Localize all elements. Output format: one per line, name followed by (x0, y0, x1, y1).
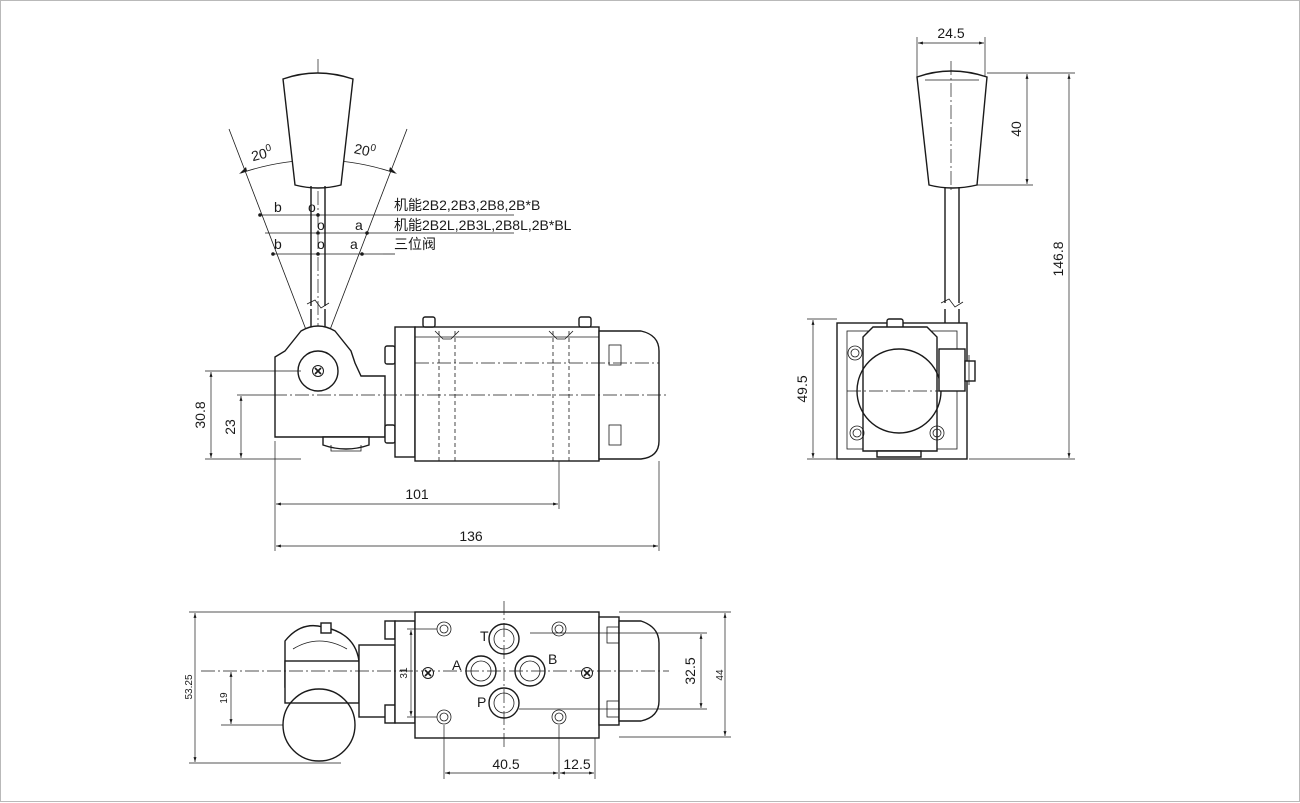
dim-40: 40 (1008, 121, 1024, 137)
note-line-3: 三位阀 (394, 236, 436, 252)
pos-o-label: o (308, 199, 316, 215)
dim-19: 19 (219, 692, 230, 704)
pos-b-label: b (274, 236, 282, 252)
dim-24-5: 24.5 (937, 25, 964, 41)
note-line-2: 机能2B2L,2B3L,2B8L,2B*BL (394, 217, 572, 233)
dim-30-8: 30.8 (192, 401, 208, 428)
top-body (414, 611, 600, 739)
position-markers (258, 213, 514, 256)
dim-40-5: 40.5 (492, 756, 519, 772)
handle-knob (282, 72, 354, 189)
side-view: 24.5 40 146.8 49.5 (794, 25, 1075, 460)
dim-32-5: 32.5 (682, 657, 698, 684)
pos-o-label: o (317, 236, 325, 252)
angle-left-label: 200 (249, 142, 274, 164)
port-b-label: B (548, 651, 557, 667)
side-handle-knob (916, 70, 988, 189)
dim-44: 44 (715, 669, 726, 681)
dim-146-8: 146.8 (1050, 241, 1066, 276)
port-t-label: T (480, 628, 489, 644)
port-p-label: P (477, 694, 486, 710)
dim-31: 31 (399, 667, 410, 679)
actuator-housing (274, 325, 386, 438)
valve-body (414, 326, 600, 462)
front-view: 200 200 b o o a b o a 机能2B2 (192, 59, 669, 551)
body-flange (394, 326, 416, 458)
top-view: T A B P 53.25 19 31 32.5 44 40.5 12.5 (184, 601, 731, 779)
pos-a-label: a (355, 217, 363, 233)
dim-23: 23 (222, 419, 238, 435)
pos-o-label: o (317, 217, 325, 233)
pos-b-label: b (274, 199, 282, 215)
dim-49-5: 49.5 (794, 375, 810, 402)
dim-101: 101 (405, 486, 429, 502)
dim-12-5: 12.5 (563, 756, 590, 772)
angle-right-label: 200 (353, 139, 378, 160)
dim-53-25: 53.25 (184, 674, 195, 699)
dim-136: 136 (459, 528, 483, 544)
port-a-label: A (452, 657, 462, 673)
pos-a-label: a (350, 236, 358, 252)
note-line-1: 机能2B2,2B3,2B8,2B*B (394, 197, 540, 213)
